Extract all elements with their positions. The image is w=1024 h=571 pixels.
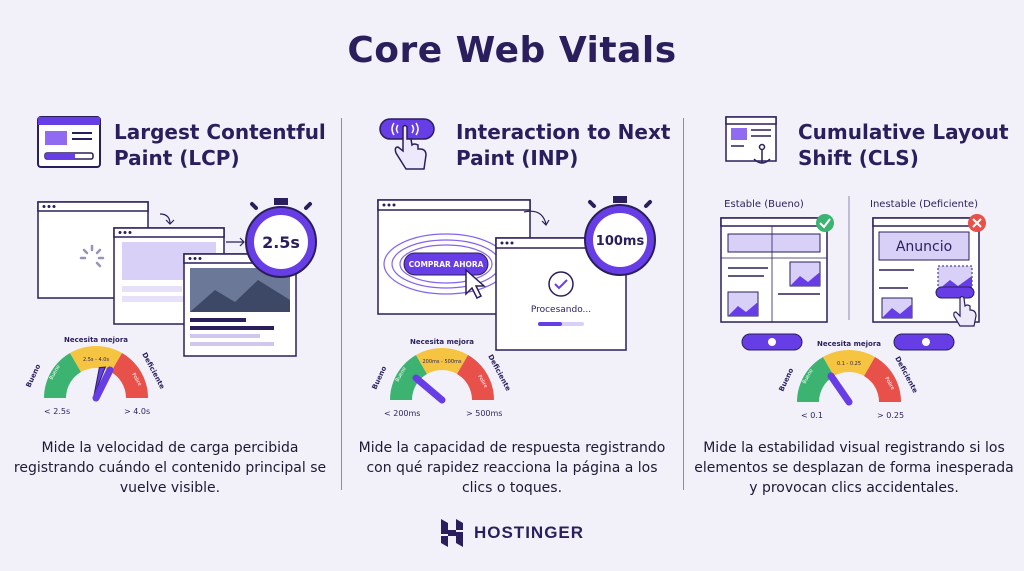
stable-label: Estable (Bueno) <box>724 199 804 210</box>
tap-hand-icon <box>953 295 977 327</box>
gauge-good-label: Bueno <box>25 363 43 389</box>
gauge-segment-label: 200ms - 500ms <box>422 359 461 365</box>
lcp-description: Mide la velocidad de carga percibida reg… <box>13 440 327 496</box>
cls-illustration: Estable (Bueno) Inestable (Deficiente) A… <box>720 196 986 420</box>
lcp-timer-value: 2.5s <box>262 233 300 252</box>
unstable-label: Inestable (Deficiente) <box>870 199 978 210</box>
gauge-max-label: > 4.0s <box>124 407 150 416</box>
ad-banner <box>878 231 970 261</box>
gauge-needs-improvement-label: Necesita mejora <box>817 340 881 348</box>
gauge-min-label: < 200ms <box>384 409 420 418</box>
column-divider <box>341 118 342 490</box>
shifted-button[interactable] <box>935 286 975 299</box>
gauge-segment-label: 2.5s - 4.0s <box>83 357 109 363</box>
inp-illustration: COMPRAR AHORA Procesando... 100ms <box>371 196 656 418</box>
lcp-title-line1: Largest Contentful <box>114 120 326 144</box>
column-divider <box>683 118 684 490</box>
loading-window <box>37 201 149 299</box>
gauge-needs-improvement-label: Necesita mejora <box>64 336 128 344</box>
brand-name: HOSTINGER <box>473 523 585 542</box>
page-title: Core Web Vitals <box>347 30 677 71</box>
gauge-needle <box>827 372 853 406</box>
hostinger-logo-icon <box>440 519 463 547</box>
loading-spinner-icon <box>79 244 105 268</box>
gauge-good-label: Bueno <box>778 367 796 393</box>
buy-now-button[interactable] <box>403 252 489 276</box>
arrow-icon <box>159 213 171 225</box>
unstable-page: Anuncio <box>872 214 986 327</box>
processing-label: Procesando... <box>531 305 591 315</box>
inp-timer-value: 100ms <box>596 234 645 249</box>
brand-footer: HOSTINGER <box>0 518 1024 548</box>
ad-label: Anuncio <box>896 239 952 255</box>
unstable-anchor-button <box>893 333 955 351</box>
gauge-needle <box>92 366 114 402</box>
gauge-min-label: < 0.1 <box>801 411 823 420</box>
gauge-segment-label: 0.1 - 0.25 <box>837 361 861 367</box>
arrow-icon <box>523 210 547 225</box>
gauge-min-label: < 2.5s <box>44 407 70 416</box>
lcp-illustration: 2.5s Bueno 2.5s - 4.0s Pobre Bueno Neces… <box>25 198 317 416</box>
lcp-title-line2: Paint (LCP) <box>114 146 240 170</box>
cls-title-line2: Shift (CLS) <box>798 146 919 170</box>
anchored-layout-icon <box>725 116 777 164</box>
check-circle-icon <box>548 271 574 297</box>
lcp-gauge: Bueno 2.5s - 4.0s Pobre Bueno Necesita m… <box>25 336 167 416</box>
browser-window-icon <box>37 116 101 168</box>
landscape-image <box>190 280 290 312</box>
inp-description: Mide la capacidad de respuesta registran… <box>358 440 666 496</box>
gauge-good-label: Bueno <box>371 365 389 391</box>
inp-gauge: Bueno 200ms - 500ms Pobre Bueno Necesita… <box>371 338 513 418</box>
buy-now-button-label: COMPRAR AHORA <box>409 260 484 269</box>
gauge-max-label: > 0.25 <box>877 411 904 420</box>
gauge-needs-improvement-label: Necesita mejora <box>410 338 474 346</box>
stopwatch-icon: 100ms <box>584 196 656 276</box>
check-badge-icon <box>816 214 834 232</box>
stopwatch-icon: 2.5s <box>245 198 317 278</box>
inp-title-line1: Interaction to Next <box>456 120 671 144</box>
cls-title-line1: Cumulative Layout <box>798 120 1009 144</box>
processing-window: Procesando... <box>495 237 627 351</box>
stable-anchor-button <box>741 333 803 351</box>
stable-page <box>720 214 834 323</box>
gauge-needle <box>412 374 446 404</box>
cursor-icon <box>465 268 486 300</box>
cls-gauge: Bueno 0.1 - 0.25 Pobre Bueno Necesita me… <box>778 340 920 420</box>
tap-hand-icon <box>379 118 435 170</box>
gauge-max-label: > 500ms <box>466 409 502 418</box>
inp-title-line2: Paint (INP) <box>456 146 579 170</box>
cls-description: Mide la estabilidad visual registrando s… <box>694 440 1014 496</box>
